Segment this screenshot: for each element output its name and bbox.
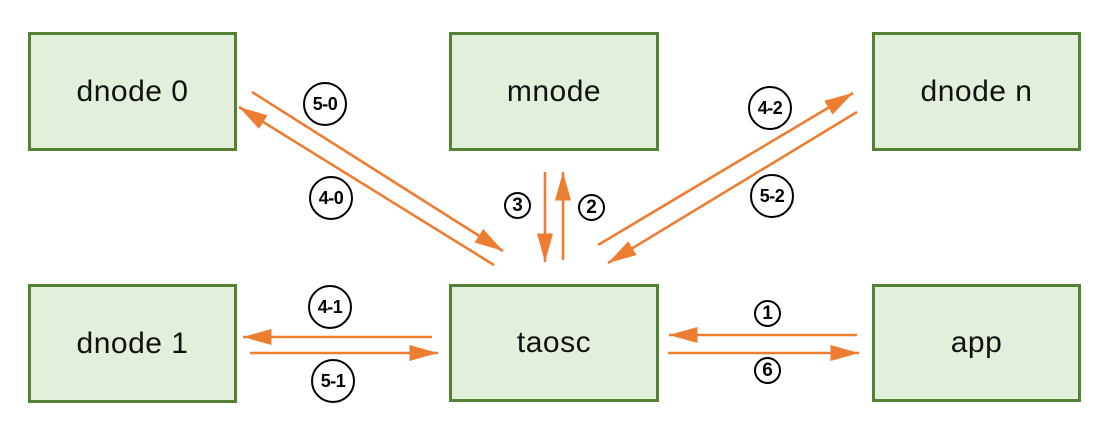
edge-badge-4-0: 4-0 [309, 176, 353, 220]
node-dnoden-label: dnode n [920, 74, 1033, 108]
node-app-label: app [950, 326, 1003, 359]
edge-arrow-taosc-to-dnoden [597, 91, 854, 247]
node-taosc: taosc [449, 284, 659, 402]
edge-arrow-dnoden-to-taosc [607, 110, 858, 265]
edge-badge-5-1: 5-1 [311, 359, 355, 403]
node-dnode0: dnode 0 [28, 32, 237, 151]
edge-badge-4-2: 4-2 [748, 86, 792, 130]
edge-arrow-dnode0-to-taosc [251, 90, 504, 253]
node-dnoden: dnode n [872, 32, 1081, 151]
edge-badge-3: 3 [504, 192, 531, 219]
node-dnode1: dnode 1 [28, 284, 237, 403]
edge-arrow-taosc-to-dnode0 [238, 105, 495, 267]
node-app: app [872, 284, 1081, 402]
edge-badge-5-2: 5-2 [750, 174, 794, 218]
edge-badge-4-1: 4-1 [308, 285, 352, 329]
node-dnode1-label: dnode 1 [76, 326, 189, 360]
edge-badge-5-0: 5-0 [303, 82, 347, 126]
edge-badge-6: 6 [754, 357, 781, 384]
edge-badge-1: 1 [754, 300, 781, 327]
edge-badge-2: 2 [578, 194, 605, 221]
node-dnode0-label: dnode 0 [76, 74, 189, 108]
node-mnode-label: mnode [506, 74, 602, 108]
node-taosc-label: taosc [516, 326, 592, 359]
node-mnode: mnode [449, 32, 659, 151]
